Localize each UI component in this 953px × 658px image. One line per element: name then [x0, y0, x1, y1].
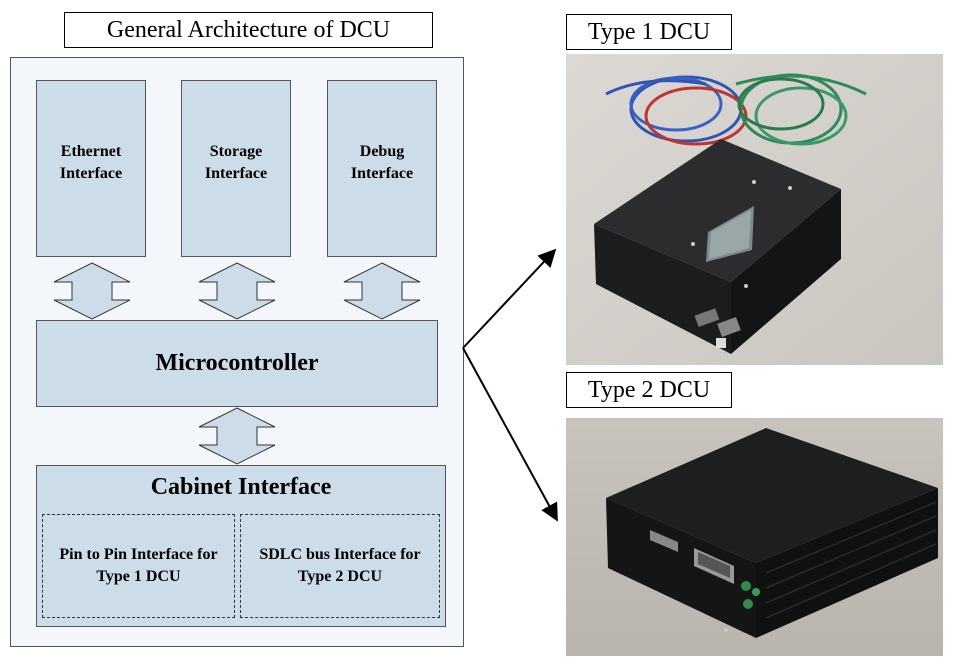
microcontroller-cabinet-arrow	[198, 407, 276, 465]
type1-dcu-photo	[566, 54, 943, 365]
type1-label: Type 1 DCU	[587, 18, 711, 45]
microcontroller-block: Microcontroller	[36, 320, 438, 407]
storage-interface-label: Storage Interface	[204, 142, 268, 182]
microcontroller-label: Microcontroller	[155, 350, 319, 377]
ethernet-interface-block: Ethernet Interface	[36, 80, 146, 257]
type1-photo-graphic	[566, 54, 943, 365]
storage-interface-block: Storage Interface	[181, 80, 291, 257]
type2-dcu-photo	[566, 418, 943, 656]
pin-to-pin-interface-box: Pin to Pin Interface for Type 1 DCU	[42, 514, 235, 618]
debug-interface-block: Debug Interface	[327, 80, 437, 257]
type2-label: Type 2 DCU	[587, 376, 711, 403]
sdlc-bus-interface-label: SDLC bus Interface for Type 2 DCU	[259, 546, 421, 585]
connector-arrows	[462, 248, 558, 522]
sdlc-bus-interface-box: SDLC bus Interface for Type 2 DCU	[240, 514, 440, 618]
cabinet-interface-block: Cabinet Interface Pin to Pin Interface f…	[36, 465, 446, 627]
pin-to-pin-interface-label: Pin to Pin Interface for Type 1 DCU	[59, 546, 218, 585]
type2-photo-graphic	[566, 418, 943, 656]
cabinet-interface-title: Cabinet Interface	[150, 474, 332, 500]
arrow-to-type2	[462, 347, 558, 522]
ethernet-interface-label: Ethernet Interface	[59, 142, 123, 182]
diagram-title-text: General Architecture of DCU	[106, 16, 391, 43]
debug-microcontroller-arrow	[343, 262, 421, 320]
type1-label-box: Type 1 DCU	[566, 14, 732, 50]
type2-label-box: Type 2 DCU	[566, 372, 732, 408]
storage-microcontroller-arrow	[198, 262, 276, 320]
arrow-to-type1	[462, 248, 557, 349]
debug-interface-label: Debug Interface	[350, 142, 414, 182]
diagram-title: General Architecture of DCU	[64, 12, 433, 48]
ethernet-microcontroller-arrow	[53, 262, 131, 320]
